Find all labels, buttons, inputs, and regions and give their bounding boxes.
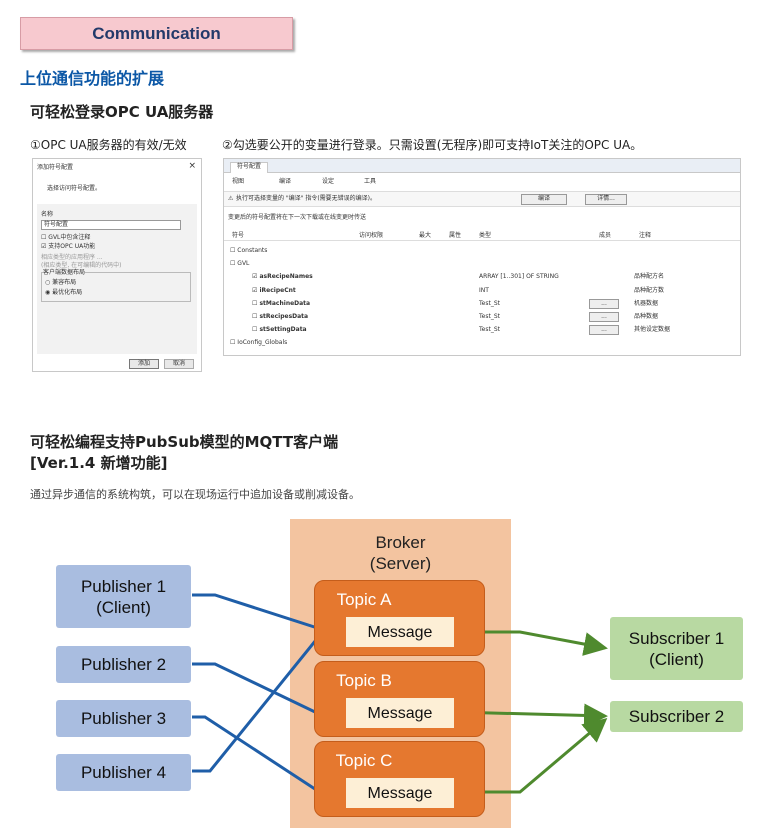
row-type: Test_St (479, 313, 500, 320)
message-box: Message (346, 778, 454, 808)
column-header[interactable]: 注释 (639, 232, 652, 239)
radio-optimized-label: 最优化布局 (52, 289, 83, 296)
layout-group-label: 客户端数据布局 (43, 269, 86, 277)
column-header[interactable]: 最大 (419, 232, 432, 239)
table-row[interactable]: ☑ asRecipeNames (252, 273, 313, 281)
table-row[interactable]: ☐ IoConfig_Globals (230, 339, 287, 347)
row-checkbox[interactable]: ☐ (230, 247, 238, 254)
settings-menu[interactable]: 设定 (322, 178, 335, 185)
info-text: 变更后的符号配置将在下一次下载或在线变更时传送 (228, 214, 367, 221)
warning-text: 执行可选择变量的 "编译" 指令(需要无错误的编译)。 (236, 195, 377, 202)
row-type: Test_St (479, 326, 500, 334)
row-symbol-name: stRecipesData (259, 313, 309, 320)
add-symbol-dialog: 添加符号配置 × 选择访问符号配置。 名称 符号配置 ☐ GVL中包含注释 ☑ … (32, 158, 202, 372)
publisher-box: Publisher 1 (Client) (56, 565, 191, 628)
row-checkbox[interactable]: ☐ (252, 313, 260, 320)
checkbox-opcua[interactable]: ☑ 支持OPC UA功能 (41, 243, 96, 250)
section-title: 上位通信功能的扩展 (20, 69, 165, 88)
row-symbol-name: iRecipeCnt (259, 286, 296, 294)
row-type: INT (479, 286, 489, 294)
column-header[interactable]: 成员 (599, 232, 612, 239)
dialog-description: 选择访问符号配置。 (47, 185, 102, 192)
checkbox-opcua-label: 支持OPC UA功能 (48, 243, 96, 250)
tab-bar (224, 159, 740, 173)
table-row[interactable]: ☐ GVL (230, 260, 249, 268)
note-2: (相应类型, 在可编辑的代码中) (41, 262, 122, 269)
row-checkbox[interactable]: ☑ (252, 273, 260, 281)
mqtt-title-2: [Ver.1.4 新增功能] (30, 454, 168, 472)
column-header-row (224, 229, 740, 241)
table-row[interactable]: ☐ stSettingData (252, 326, 307, 334)
publisher-box: Publisher 4 (56, 754, 191, 791)
row-symbol-name: asRecipeNames (259, 273, 313, 281)
detail-button[interactable]: 详情... (585, 194, 627, 205)
radio-compatible[interactable]: ○ 兼容布局 (45, 279, 77, 286)
radio-optimized[interactable]: ◉ 最优化布局 (45, 289, 83, 296)
row-symbol-name: Constants (237, 247, 268, 254)
warning-compile-button[interactable]: 编译 (521, 194, 567, 205)
name-field[interactable]: 符号配置 (41, 220, 181, 230)
mqtt-title-1: 可轻松编程支持PubSub模型的MQTT客户端 (30, 433, 339, 451)
topic-label: Topic C (335, 750, 393, 770)
row-checkbox[interactable]: ☐ (252, 299, 260, 307)
row-type: ARRAY [1..301] OF STRING (479, 273, 559, 281)
table-row[interactable]: ☐ stRecipesData (252, 313, 308, 321)
opc-caption-1: ①OPC UA服务器的有效/无效 (30, 138, 187, 152)
checkbox-comments[interactable]: ☐ GVL中包含注释 (41, 234, 91, 241)
column-header[interactable]: 访问权限 (359, 232, 384, 239)
column-header[interactable]: 类型 (479, 232, 492, 239)
add-button[interactable]: 添加 (129, 359, 159, 369)
row-type: Test_St (479, 299, 500, 307)
symbol-config-editor: 符号配置 视图 编译 设定 工具 ⚠ 执行可选择变量的 "编译" 指令(需要无错… (223, 158, 741, 356)
row-symbol-name: stMachineData (259, 299, 311, 307)
broker-label: Broker (Server) (369, 533, 432, 573)
member-button[interactable]: ... (589, 325, 619, 336)
message-box: Message (346, 617, 454, 647)
subscriber-box: Subscriber 1 (Client) (610, 617, 743, 680)
row-comment: 其他设定数据 (634, 326, 671, 334)
topic-label: Topic B (336, 670, 392, 690)
compile-button[interactable]: 编译 (279, 178, 292, 185)
row-comment: 品种数据 (634, 313, 659, 320)
checkbox-comments-label: GVL中包含注释 (48, 234, 91, 241)
row-checkbox[interactable]: ☐ (230, 339, 238, 347)
message-box: Message (346, 698, 454, 728)
row-checkbox[interactable]: ☑ (252, 286, 260, 294)
topic-label: Topic A (336, 589, 392, 609)
layout-group (41, 272, 191, 302)
row-symbol-name: GVL (237, 260, 250, 268)
note-1: 相应类型的应用程序 ... (41, 254, 103, 261)
row-comment: 品种配方数 (634, 286, 665, 294)
communication-badge: Communication (20, 17, 293, 50)
member-button[interactable]: ... (589, 312, 619, 322)
dialog-title: 添加符号配置 (37, 164, 74, 171)
radio-compatible-label: 兼容布局 (52, 279, 77, 286)
row-symbol-name: stSettingData (259, 326, 307, 334)
mqtt-description: 通过异步通信的系统构筑，可以在现场运行中追加设备或削减设备。 (30, 488, 360, 501)
row-symbol-name: IoConfig_Globals (237, 339, 288, 347)
warning-icon: ⚠ (228, 195, 234, 202)
tools-menu[interactable]: 工具 (364, 178, 377, 185)
tab-symbol-config[interactable]: 符号配置 (230, 162, 269, 173)
row-checkbox[interactable]: ☐ (252, 326, 260, 334)
cancel-button[interactable]: 取消 (164, 359, 194, 369)
name-label: 名称 (41, 211, 54, 218)
row-comment: 品种配方名 (634, 273, 665, 281)
opc-title: 可轻松登录OPC UA服务器 (30, 103, 214, 121)
table-row[interactable]: ☐ stMachineData (252, 300, 310, 308)
table-row[interactable]: ☐ Constants (230, 247, 267, 255)
column-header[interactable]: 符号 (232, 232, 245, 239)
subscriber-box: Subscriber 2 (610, 701, 743, 732)
opc-caption-2: ②勾选要公开的变量进行登录。只需设置(无程序)即可支持IoT关注的OPC UA。 (222, 138, 643, 152)
row-comment: 机器数据 (634, 299, 659, 307)
view-button[interactable]: 视图 (232, 178, 245, 185)
publisher-box: Publisher 2 (56, 646, 191, 683)
column-header[interactable]: 属性 (449, 232, 462, 239)
row-checkbox[interactable]: ☐ (230, 260, 238, 268)
table-row[interactable]: ☑ iRecipeCnt (252, 287, 296, 295)
member-button[interactable]: ... (589, 298, 619, 309)
publisher-box: Publisher 3 (56, 700, 191, 737)
close-icon[interactable]: × (188, 161, 196, 171)
